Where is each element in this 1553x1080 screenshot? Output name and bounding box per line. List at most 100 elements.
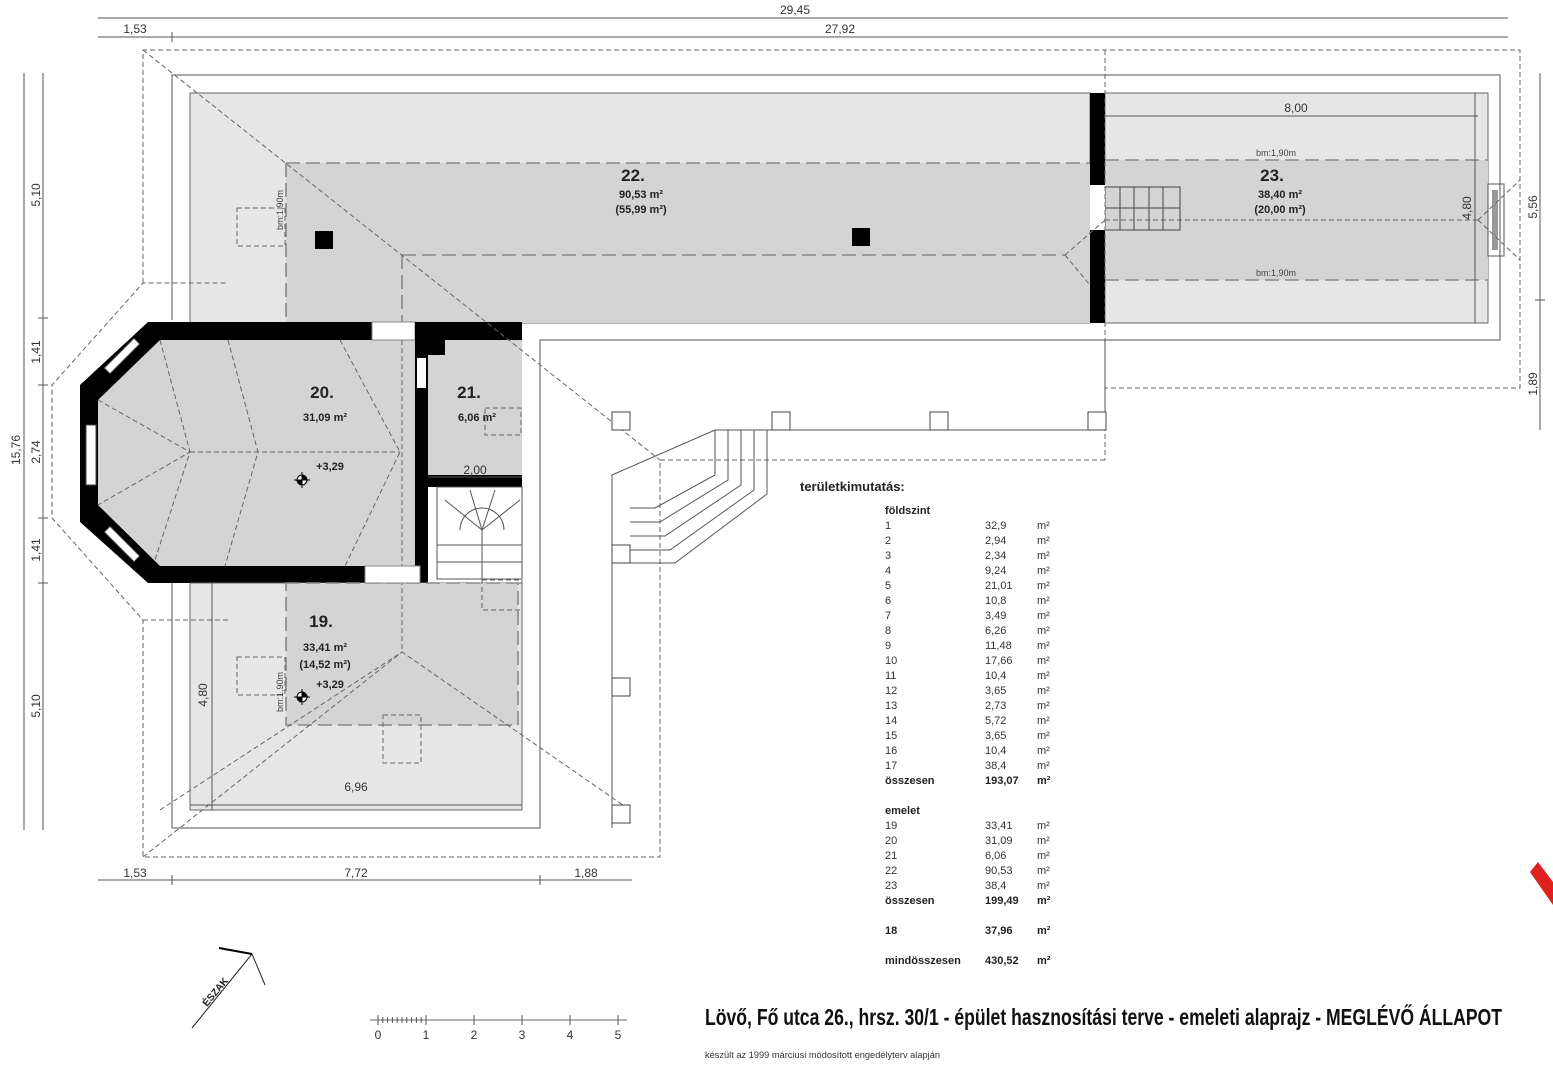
room-area: 6,06 m² xyxy=(458,412,496,424)
level-marker-icon xyxy=(294,472,310,488)
table-cell-value: 199,49 xyxy=(985,895,1019,907)
logo-fragment xyxy=(1530,862,1553,905)
dim-left-4: 1,41 xyxy=(29,538,43,562)
dim-left-1: 5,10 xyxy=(29,183,43,207)
level-mark: +3,29 xyxy=(316,679,344,691)
table-cell-unit: m² xyxy=(1037,850,1050,862)
table-cell-label: 2 xyxy=(885,535,891,547)
table-cell-value: 2,73 xyxy=(985,700,1006,712)
table-section-heading: emelet xyxy=(885,805,920,817)
scale-label: 2 xyxy=(471,1028,478,1042)
room-net-area: (20,00 m²) xyxy=(1254,204,1306,216)
table-cell-value: 38,4 xyxy=(985,760,1006,772)
room-net-area: (14,52 m²) xyxy=(299,659,351,671)
table-cell-label: 14 xyxy=(885,715,897,727)
room-number: 21. xyxy=(457,383,481,402)
dim-bottom-2: 7,72 xyxy=(344,866,368,880)
table-cell-value: 2,34 xyxy=(985,550,1006,562)
dimension-labels: 29,45 1,53 27,92 15,76 5,10 1,41 2,74 1,… xyxy=(9,3,1540,880)
table-cell-unit: m² xyxy=(1037,670,1050,682)
chimney xyxy=(852,228,870,246)
table-cell-value: 38,4 xyxy=(985,880,1006,892)
chimney xyxy=(315,231,333,249)
room-area: 31,09 m² xyxy=(303,412,347,424)
table-cell-value: 430,52 xyxy=(985,955,1019,967)
table-cell-value: 90,53 xyxy=(985,865,1013,877)
table-cell-unit: m² xyxy=(1037,730,1050,742)
table-cell-unit: m² xyxy=(1037,535,1050,547)
table-cell-value: 5,72 xyxy=(985,715,1006,727)
drawing-title: Lövő, Fő utca 26., hrsz. 30/1 - épület h… xyxy=(705,1003,1502,1030)
table-cell-label: 20 xyxy=(885,835,897,847)
table-cell-unit: m² xyxy=(1037,625,1050,637)
table-cell-unit: m² xyxy=(1037,895,1051,907)
table-cell-label: 6 xyxy=(885,595,891,607)
table-cell-value: 10,4 xyxy=(985,745,1006,757)
table-cell-unit: m² xyxy=(1037,835,1050,847)
terrace xyxy=(611,340,1107,828)
table-cell-value: 3,65 xyxy=(985,730,1006,742)
headroom-labels: bm:1,90m bm:1,90m bm:1,90m bm:1,90m xyxy=(275,148,1296,712)
dim-top-main: 27,92 xyxy=(825,22,855,36)
table-cell-unit: m² xyxy=(1037,565,1050,577)
level-marker-icon xyxy=(294,689,310,705)
table-cell-label: 21 xyxy=(885,850,897,862)
north-arrow-icon: ÉSZAK xyxy=(191,947,266,1029)
table-cell-value: 3,65 xyxy=(985,685,1006,697)
room-area: 33,41 m² xyxy=(303,642,347,654)
table-cell-value: 9,24 xyxy=(985,565,1006,577)
table-cell-label: 11 xyxy=(885,670,896,682)
room-area: 38,40 m² xyxy=(1258,189,1302,201)
dim-top-left: 1,53 xyxy=(123,22,147,36)
dim-room21-width: 2,00 xyxy=(463,463,487,477)
table-cell-value: 37,96 xyxy=(985,925,1013,937)
room-number: 20. xyxy=(310,383,334,402)
table-cell-value: 32,9 xyxy=(985,520,1006,532)
table-cell-unit: m² xyxy=(1037,700,1050,712)
table-cell-unit: m² xyxy=(1037,520,1050,532)
dim-left-5: 5,10 xyxy=(29,694,43,718)
dim-left-total: 15,76 xyxy=(9,435,23,465)
table-cell-unit: m² xyxy=(1037,580,1050,592)
table-cell-unit: m² xyxy=(1037,550,1050,562)
table-cell-label: 7 xyxy=(885,610,891,622)
table-cell-value: 2,94 xyxy=(985,535,1006,547)
table-cell-unit: m² xyxy=(1037,820,1050,832)
table-cell-value: 21,01 xyxy=(985,580,1013,592)
dimension-lines xyxy=(23,17,1545,885)
dim-left-3: 2,74 xyxy=(29,440,43,464)
dim-bottom-3: 1,88 xyxy=(574,866,598,880)
dim-bottom-1: 1,53 xyxy=(123,866,147,880)
table-cell-unit: m² xyxy=(1037,925,1051,937)
table-cell-label: 13 xyxy=(885,700,897,712)
table-cell-unit: m² xyxy=(1037,685,1050,697)
table-cell-label: 15 xyxy=(885,730,897,742)
drawing-subtitle: készült az 1999 márciusi módosított enge… xyxy=(705,1050,940,1060)
table-cell-label: 10 xyxy=(885,655,897,667)
table-cell-label: 16 xyxy=(885,745,897,757)
table-cell-unit: m² xyxy=(1037,595,1050,607)
table-cell-label: 3 xyxy=(885,550,891,562)
table-cell-unit: m² xyxy=(1037,655,1050,667)
table-cell-label: 5 xyxy=(885,580,891,592)
table-cell-value: 6,06 xyxy=(985,850,1006,862)
table-cell-unit: m² xyxy=(1037,865,1050,877)
building-outline xyxy=(51,49,1521,858)
table-cell-label: 19 xyxy=(885,820,897,832)
scale-label: 3 xyxy=(519,1028,526,1042)
table-cell-value: 10,4 xyxy=(985,670,1006,682)
headroom-label: bm:1,90m xyxy=(1256,268,1296,278)
dim-room23-width: 8,00 xyxy=(1284,101,1308,115)
table-cell-label: 12 xyxy=(885,685,897,697)
headroom-label: bm:1,90m xyxy=(275,190,285,230)
dim-top-total: 29,45 xyxy=(780,3,810,17)
table-cell-unit: m² xyxy=(1037,745,1050,757)
table-cell-label: 1 xyxy=(885,520,891,532)
table-cell-label: mindösszesen xyxy=(885,955,961,967)
table-cell-value: 31,09 xyxy=(985,835,1013,847)
table-cell-label: összesen xyxy=(885,775,935,787)
room-20 xyxy=(80,321,416,583)
